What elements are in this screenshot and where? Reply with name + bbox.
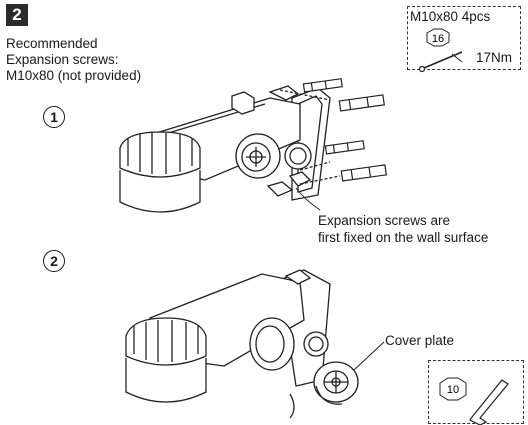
spec-part-hexagon: 16 (426, 28, 450, 47)
mount-assembly-step-2 (125, 269, 331, 419)
expansion-screws (302, 78, 387, 182)
step-number-badge: 2 (6, 4, 28, 26)
cover-plate-leader (353, 341, 385, 371)
recommendation-line-2: Expansion screws: (6, 52, 119, 67)
expansion-note-line-1: Expansion screws are (318, 213, 451, 228)
substep-1-marker: 1 (43, 106, 65, 128)
recommendation-text: Recommended Expansion screws: M10x80 (no… (6, 36, 141, 84)
screw-spec-title: M10x80 4pcs (410, 9, 491, 24)
expansion-note-line-2: first fixed on the wall surface (318, 230, 489, 245)
cover-plate (313, 361, 359, 405)
recommendation-line-1: Recommended (6, 36, 98, 51)
tool-part-hexagon: 10 (439, 377, 467, 401)
mount-assembly-step-1 (119, 85, 341, 213)
expansion-screw-note: Expansion screws are first fixed on the … (318, 212, 488, 246)
tool-part-number: 10 (447, 384, 459, 396)
torque-value: 17Nm (476, 50, 513, 65)
substep-2-marker: 2 (43, 250, 65, 272)
cover-plate-label: Cover plate (385, 333, 455, 348)
screw-spec-box (407, 6, 521, 70)
expansion-screw-icon (418, 51, 463, 73)
spec-part-number: 16 (432, 33, 444, 45)
expansion-note-leader (295, 187, 321, 211)
recommendation-line-3: M10x80 (not provided) (6, 68, 142, 83)
hex-key-icon (469, 379, 509, 425)
